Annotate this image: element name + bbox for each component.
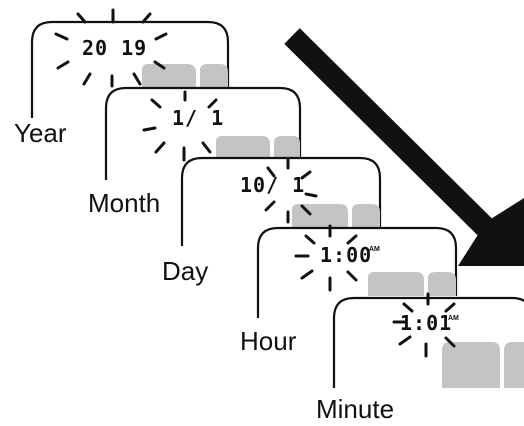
button-right-day: [352, 204, 380, 228]
button-left-day: [292, 204, 348, 228]
button-right-minute: [504, 342, 524, 388]
step-label-year: Year: [14, 118, 67, 148]
step-minute: 1:01 AM Minute: [316, 294, 524, 424]
display-readout-minute: 1:01: [400, 311, 452, 335]
button-left-minute: [442, 342, 500, 388]
display-readout-day: 10/ 1: [240, 173, 305, 197]
button-left-hour: [368, 272, 424, 296]
ampm-indicator-hour: AM: [369, 246, 380, 253]
step-label-month: Month: [88, 188, 160, 218]
button-right-hour: [428, 272, 456, 296]
step-label-minute: Minute: [316, 394, 394, 424]
step-label-day: Day: [162, 256, 208, 286]
display-readout-year: 20 19: [82, 36, 147, 60]
buttons-hour: [368, 272, 456, 296]
ampm-indicator-minute: AM: [448, 315, 459, 322]
buttons-minute: [442, 342, 524, 388]
buttons-month: [216, 136, 300, 160]
button-right-month: [274, 136, 300, 160]
step-label-hour: Hour: [240, 326, 297, 356]
display-readout-hour: 1:00: [320, 243, 372, 267]
button-left-month: [216, 136, 270, 160]
display-readout-month: 1/ 1: [172, 106, 224, 130]
